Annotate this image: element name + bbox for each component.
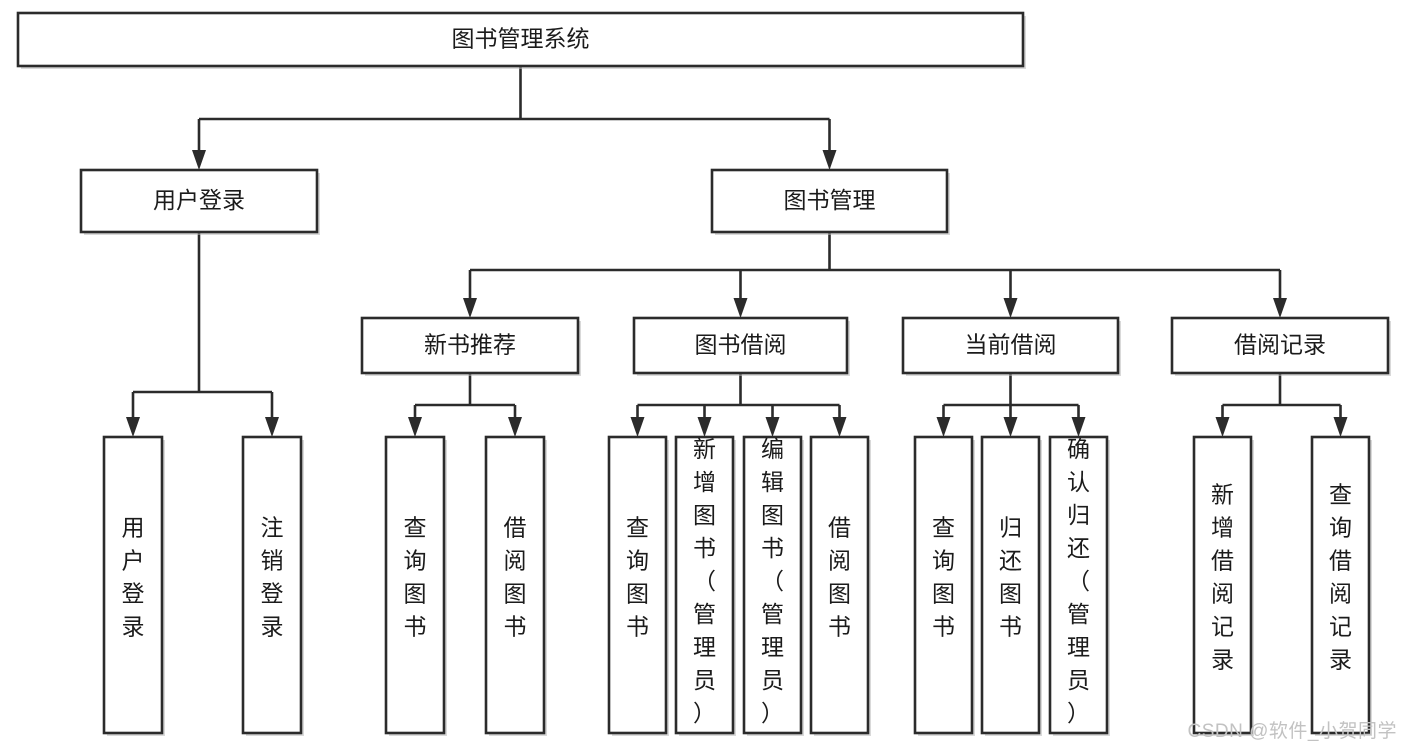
node-rect[interactable] xyxy=(901,316,1120,375)
node-rect[interactable] xyxy=(16,11,1025,68)
node-label: 查询图书 xyxy=(626,515,649,640)
node-new-book-recommend[interactable]: 新书推荐 xyxy=(360,316,581,376)
node-rect[interactable] xyxy=(384,435,446,735)
node-rect[interactable] xyxy=(1048,435,1109,735)
node-rect[interactable] xyxy=(79,168,319,234)
node-leaf-add-borrow-record[interactable]: 新增借阅记录 xyxy=(1192,435,1254,736)
arrow-head-icon xyxy=(126,417,140,437)
node-rect[interactable] xyxy=(102,435,164,735)
node-rect[interactable] xyxy=(607,435,668,735)
node-rect[interactable] xyxy=(913,435,974,735)
node-rect[interactable] xyxy=(710,168,949,234)
node-label: 图书管理系统 xyxy=(452,26,590,52)
node-rect[interactable] xyxy=(980,435,1041,735)
node-current-borrow[interactable]: 当前借阅 xyxy=(901,316,1121,376)
node-rect[interactable] xyxy=(742,435,803,735)
arrow-head-icon xyxy=(1003,298,1018,318)
node-label: 查询图书 xyxy=(932,515,955,640)
node-label: 图书管理 xyxy=(784,187,876,213)
node-label: 查询借阅记录 xyxy=(1329,482,1352,673)
node-rect[interactable] xyxy=(360,316,580,375)
node-layer: 图书管理系统用户登录图书管理新书推荐图书借阅当前借阅借阅记录用户登录注销登录查询… xyxy=(16,11,1391,736)
node-book-manage[interactable]: 图书管理 xyxy=(710,168,950,235)
node-label: 编辑图书（管理员） xyxy=(761,436,784,726)
connector-book-manage xyxy=(463,232,1287,318)
arrow-head-icon xyxy=(265,417,279,437)
node-leaf-query-book-1[interactable]: 查询图书 xyxy=(384,435,447,736)
node-leaf-query-book-2[interactable]: 查询图书 xyxy=(607,435,669,736)
arrow-head-icon xyxy=(733,298,748,318)
node-leaf-edit-book[interactable]: 编辑图书（管理员） xyxy=(742,435,804,736)
node-rect[interactable] xyxy=(1192,435,1253,735)
connector-borrow-record xyxy=(1215,373,1348,437)
arrow-head-icon xyxy=(630,417,645,437)
node-rect[interactable] xyxy=(809,435,870,735)
connector-current-borrow xyxy=(936,373,1086,437)
node-user-login[interactable]: 用户登录 xyxy=(79,168,320,235)
arrow-head-icon xyxy=(832,417,847,437)
arrow-head-icon xyxy=(936,417,951,437)
node-label: 注销登录 xyxy=(261,515,284,640)
node-label: 用户登录 xyxy=(153,187,245,213)
connector-new-book-recommend xyxy=(408,373,522,437)
node-label: 确认归还（管理员） xyxy=(1067,436,1090,726)
node-leaf-query-book-3[interactable]: 查询图书 xyxy=(913,435,975,736)
node-label: 新书推荐 xyxy=(424,332,516,358)
node-label: 用户登录 xyxy=(122,515,145,640)
connector-book-borrow xyxy=(630,373,847,437)
node-rect[interactable] xyxy=(484,435,546,735)
arrow-head-icon xyxy=(508,417,522,437)
node-book-borrow[interactable]: 图书借阅 xyxy=(632,316,850,376)
arrow-head-icon xyxy=(1215,417,1230,437)
node-leaf-confirm-return[interactable]: 确认归还（管理员） xyxy=(1048,435,1110,736)
node-root[interactable]: 图书管理系统 xyxy=(16,11,1026,69)
connector-layer xyxy=(126,66,1348,437)
node-leaf-add-book[interactable]: 新增图书（管理员） xyxy=(674,435,736,736)
arrow-head-icon xyxy=(697,417,712,437)
node-label: 借阅图书 xyxy=(828,515,851,640)
arrow-head-icon xyxy=(765,417,780,437)
arrow-head-icon xyxy=(463,298,477,318)
node-rect[interactable] xyxy=(1170,316,1390,375)
node-leaf-borrow-book-1[interactable]: 借阅图书 xyxy=(484,435,547,736)
node-label: 归还图书 xyxy=(999,515,1022,640)
arrow-head-icon xyxy=(192,150,206,170)
connector-user-login xyxy=(126,232,279,437)
node-label: 新增图书（管理员） xyxy=(693,436,716,726)
node-rect[interactable] xyxy=(674,435,735,735)
node-label: 借阅图书 xyxy=(504,515,527,640)
node-leaf-query-borrow-record[interactable]: 查询借阅记录 xyxy=(1310,435,1372,736)
arrow-head-icon xyxy=(1273,298,1287,318)
arrow-head-icon xyxy=(822,150,837,170)
node-rect[interactable] xyxy=(241,435,303,735)
node-borrow-record[interactable]: 借阅记录 xyxy=(1170,316,1391,376)
node-leaf-user-login[interactable]: 用户登录 xyxy=(102,435,165,736)
node-label: 借阅记录 xyxy=(1234,332,1326,358)
node-rect[interactable] xyxy=(1310,435,1371,735)
arrow-head-icon xyxy=(1071,417,1086,437)
arrow-head-icon xyxy=(1003,417,1018,437)
arrow-head-icon xyxy=(1333,417,1348,437)
connector-root xyxy=(192,66,837,170)
node-leaf-user-logout[interactable]: 注销登录 xyxy=(241,435,304,736)
node-leaf-borrow-book-2[interactable]: 借阅图书 xyxy=(809,435,871,736)
arrow-head-icon xyxy=(408,417,422,437)
node-label: 图书借阅 xyxy=(695,332,787,358)
node-rect[interactable] xyxy=(632,316,849,375)
node-label: 新增借阅记录 xyxy=(1211,482,1234,673)
node-label: 查询图书 xyxy=(404,515,427,640)
node-leaf-return-book[interactable]: 归还图书 xyxy=(980,435,1042,736)
node-label: 当前借阅 xyxy=(965,332,1057,358)
